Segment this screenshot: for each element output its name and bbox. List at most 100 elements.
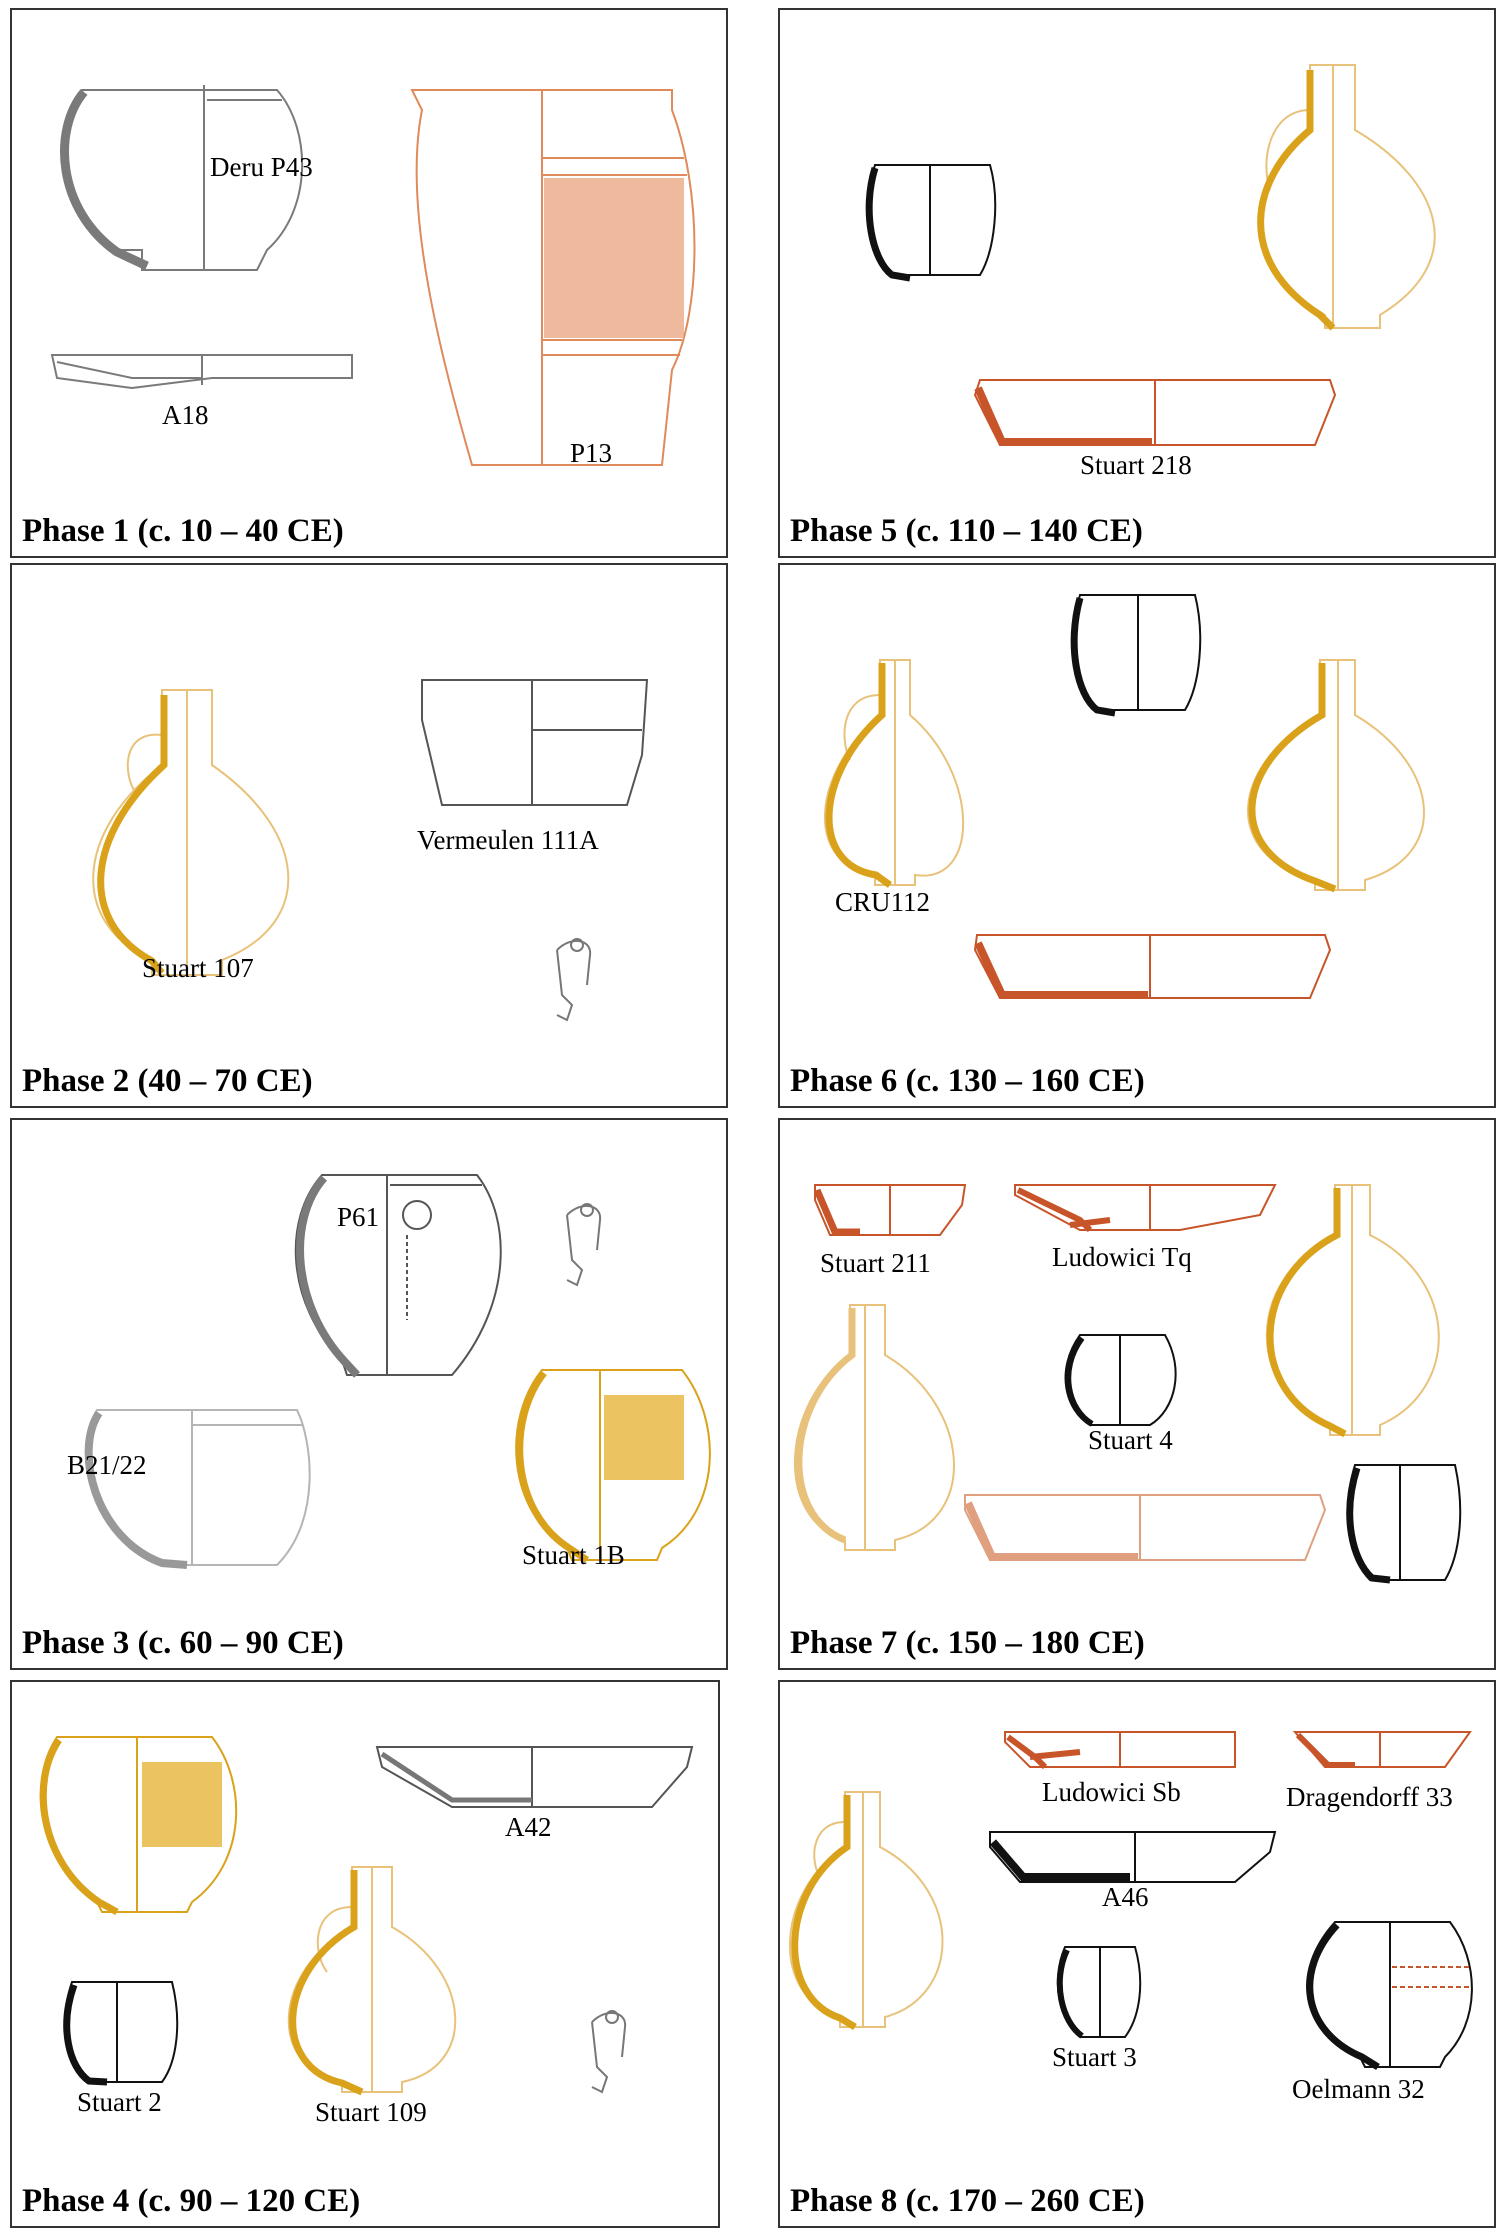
vessel-stuart-107 <box>92 689 290 976</box>
ludowici-sb-section <box>1006 1734 1081 1770</box>
brooch-icon <box>556 938 592 1022</box>
vessel-flagon-left <box>793 1304 955 1551</box>
flagon-section <box>1248 663 1337 893</box>
phase-3-drawings <box>84 1174 711 1569</box>
label-a18: A18 <box>162 400 209 430</box>
vessel-beaker <box>1070 594 1202 717</box>
phase-5-drawings <box>865 64 1436 446</box>
label-dragendorff-33: Dragendorff 33 <box>1286 1782 1453 1812</box>
vessel-beaker <box>865 164 997 282</box>
vessel-a42 <box>375 1746 694 1808</box>
a46-section <box>989 1839 1130 1881</box>
beaker-section <box>1346 1466 1391 1584</box>
label-ludowici-tq: Ludowici Tq <box>1052 1242 1192 1272</box>
label-stuart-211: Stuart 211 <box>820 1248 931 1278</box>
stuart-1b-section <box>39 1738 119 1916</box>
stuart-107-section <box>97 695 168 976</box>
phase-1-panel: Deru P43 A18 P13 Phase 1 (c. 10 – 40 CE) <box>10 8 728 558</box>
phase-4-panel: A42 Stuart 2 Stuart 109 Phase 4 (c. 90 –… <box>10 1680 720 2228</box>
vessel-cru112 <box>824 659 965 886</box>
label-p61: P61 <box>337 1202 380 1232</box>
flagon-section <box>1266 1188 1347 1438</box>
b21-22-section <box>84 1410 188 1569</box>
brooch-icon <box>566 1203 602 1287</box>
label-p13: P13 <box>570 438 613 468</box>
p13-rouletted-band <box>544 178 684 338</box>
vessel-a46 <box>989 1831 1277 1883</box>
p61-section <box>296 1175 360 1378</box>
phase-3-panel: P61 B21/22 Stuart 1B Phase 3 (c. 60 – 90… <box>10 1118 728 1670</box>
stuart-109-section <box>289 1870 364 2096</box>
label-cru112: CRU112 <box>835 887 931 917</box>
phase-6-panel: CRU112 Phase 6 (c. 130 – 160 CE) <box>778 563 1496 1108</box>
phase-7-title: Phase 7 (c. 150 – 180 CE) <box>790 1625 1145 1661</box>
label-b21-22: B21/22 <box>67 1450 147 1480</box>
label-deru-p43: Deru P43 <box>210 152 313 182</box>
cru112-section <box>825 663 893 888</box>
vessel-ludowici-tq <box>1014 1184 1277 1231</box>
stuart-3-section <box>1056 1948 1084 2039</box>
phase-7-panel: Stuart 211 Ludowici Tq Stuart 4 Phase 7 … <box>778 1118 1496 1670</box>
vessel-dish <box>964 1494 1327 1561</box>
stuart-1b-section <box>516 1370 589 1563</box>
vessel-deru-p43 <box>60 85 303 271</box>
vessel-stuart-211 <box>814 1184 967 1236</box>
ludowici-tq-section <box>1016 1187 1111 1233</box>
label-vermeulen-111a: Vermeulen 111A <box>417 825 599 855</box>
stuart-211-section <box>813 1188 860 1236</box>
phase-7-drawings <box>793 1184 1462 1584</box>
stuart-1b-decoration <box>142 1762 222 1847</box>
phase-2-title: Phase 2 (40 – 70 CE) <box>22 1063 313 1099</box>
label-oelmann-32: Oelmann 32 <box>1292 2074 1425 2104</box>
label-a42: A42 <box>505 1812 552 1842</box>
stuart-1b-decoration <box>604 1395 684 1480</box>
label-stuart-1b: Stuart 1B <box>522 1540 625 1570</box>
phase-2-panel: Stuart 107 Vermeulen 111A Phase 2 (40 – … <box>10 563 728 1108</box>
phase-6-drawings <box>824 594 1425 999</box>
dish-section <box>974 941 1148 999</box>
phase-8-drawings <box>788 1731 1473 2070</box>
label-stuart-2: Stuart 2 <box>77 2087 162 2117</box>
vessel-flagon <box>788 1791 944 2028</box>
stuart-218-section <box>974 386 1152 446</box>
label-a46: A46 <box>1102 1882 1149 1912</box>
brooch-icon <box>591 2010 627 2094</box>
label-ludowici-sb: Ludowici Sb <box>1042 1777 1181 1807</box>
phase-5-title: Phase 5 (c. 110 – 140 CE) <box>790 513 1143 549</box>
vessel-stuart-218 <box>973 379 1337 446</box>
flagon-left-section <box>795 1308 856 1544</box>
vessel-stuart-109 <box>287 1866 457 2093</box>
phase-4-drawings <box>39 1736 694 2096</box>
vessel-dish <box>973 934 1332 999</box>
phase-5-panel: Stuart 218 Phase 5 (c. 110 – 140 CE) <box>778 8 1496 558</box>
phase-2-drawings <box>92 679 649 1022</box>
phase-3-title: Phase 3 (c. 60 – 90 CE) <box>22 1625 344 1661</box>
phase-1-drawings <box>50 85 696 466</box>
vessel-p61 <box>294 1174 502 1376</box>
vessel-stuart-2 <box>63 1981 179 2083</box>
phase-1-title: Phase 1 (c. 10 – 40 CE) <box>22 513 344 549</box>
label-stuart-218: Stuart 218 <box>1080 450 1192 480</box>
oelmann-32-section <box>1306 1922 1380 2070</box>
phase-4-title: Phase 4 (c. 90 – 120 CE) <box>22 2183 361 2219</box>
label-stuart-107: Stuart 107 <box>142 953 254 983</box>
stuart-4-section <box>1065 1336 1094 1427</box>
flagon-section <box>1257 70 1336 331</box>
flagon-section <box>791 1795 857 2031</box>
vessel-b21-22 <box>85 1409 311 1566</box>
stuart-2-section <box>63 1983 108 2086</box>
vessel-oelmann-32 <box>1306 1921 1473 2068</box>
vessel-ludowici-sb <box>1004 1731 1236 1768</box>
label-stuart-3: Stuart 3 <box>1052 2042 1137 2072</box>
vessel-vermeulen-111a <box>421 679 649 806</box>
phase-8-panel: Ludowici Sb Dragendorff 33 A46 Stuart 3 … <box>778 1680 1496 2228</box>
vessel-a18 <box>50 354 353 390</box>
vessel-beaker <box>1346 1464 1462 1581</box>
label-stuart-4: Stuart 4 <box>1088 1425 1173 1455</box>
label-stuart-109: Stuart 109 <box>315 2097 427 2127</box>
dish-section <box>964 1501 1138 1561</box>
vessel-p13 <box>410 89 696 466</box>
phase-6-title: Phase 6 (c. 130 – 160 CE) <box>790 1063 1145 1099</box>
phase-8-title: Phase 8 (c. 170 – 260 CE) <box>790 2183 1145 2219</box>
dragendorff-33-section <box>1295 1732 1355 1768</box>
